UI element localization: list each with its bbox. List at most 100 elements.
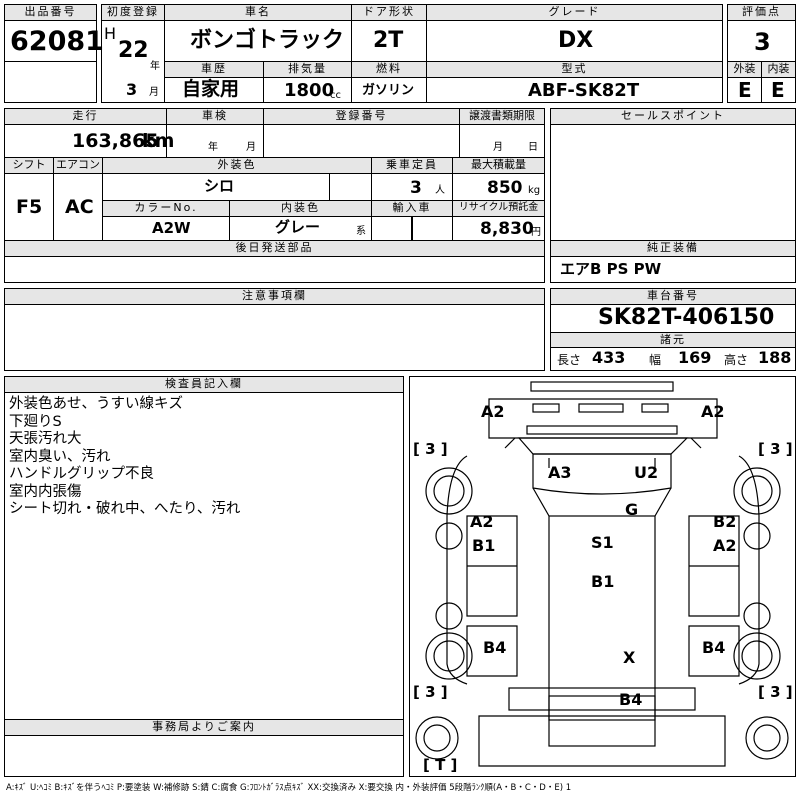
inspector-line: 室内臭い、汚れ (9, 448, 111, 465)
lot-number: 62081 (10, 26, 104, 57)
genuine-box (550, 256, 796, 283)
model-box (426, 77, 723, 103)
sales-points-box (550, 124, 796, 241)
damage-mark: B1 (472, 536, 496, 555)
shift-label: シフト (4, 157, 54, 174)
score-label: 評価点 (727, 4, 796, 21)
damage-mark: B4 (619, 690, 643, 709)
inspector-line: シート切れ・破れ中、へたり、汚れ (9, 501, 241, 517)
first-reg-label: 初度登録 (101, 4, 165, 21)
history-label: 車歴 (164, 61, 264, 78)
recycle-label: リサイクル預託金 (452, 200, 545, 217)
office-label: 事務局よりご案内 (4, 719, 404, 736)
later-parts-label: 後日発送部品 (4, 240, 545, 257)
damage-mark: X (623, 648, 636, 667)
capacity: 3 (410, 178, 422, 198)
width-label: 幅 (649, 353, 662, 367)
load-unit: kg (528, 185, 541, 196)
door-label: ドア形状 (351, 4, 427, 21)
tire-mark: [ 3 ] (413, 440, 448, 458)
dims-label: 諸元 (550, 332, 796, 348)
ext-label: 外装 (727, 61, 762, 78)
reg-month: 3 (126, 80, 138, 99)
model-code: ABF-SK82T (528, 80, 640, 101)
height-label: 高さ (724, 353, 749, 367)
exterior-color: シロ (204, 177, 235, 195)
inspector-line: 室内内張傷 (9, 483, 82, 500)
ac: AC (65, 196, 94, 218)
vehicle-diagram-frame (409, 376, 796, 777)
reg-year: 22 (118, 38, 149, 63)
damage-mark: A3 (548, 463, 572, 482)
color-no-label: カラーNo. (102, 200, 230, 217)
legend: A:ｷｽﾞ U:ﾍｺﾐ B:ｷｽﾞを伴うﾍｺﾐ P:要塗装 W:補修跡 S:錆 … (6, 783, 572, 793)
reg-no-label: 登録番号 (263, 108, 460, 125)
transfer-label: 譲渡書類期限 (459, 108, 545, 125)
int-box (761, 77, 796, 103)
disp-unit: cc (330, 90, 341, 101)
score: 3 (754, 28, 771, 56)
model-label: 型式 (426, 61, 723, 78)
damage-mark: A2 (481, 402, 505, 421)
recycle-unit: 円 (531, 227, 541, 238)
fuel: ガソリン (362, 83, 415, 98)
era: H (104, 24, 117, 43)
inspector-notes: 外装色あせ、うすい線キズ 下廻りS 天張汚れ大 室内臭い、汚れ ハンドルグリップ… (9, 396, 240, 519)
mileage: 163,865 (72, 130, 159, 152)
inspector-line: 天張汚れ大 (9, 431, 82, 447)
chassis-number: SK82T-406150 (598, 305, 775, 330)
inspector-label: 検査員記入欄 (4, 376, 404, 393)
damage-mark: B4 (483, 638, 507, 657)
lot-box-lower (4, 61, 97, 103)
int-grade: E (771, 78, 785, 102)
month-unit: 月 (149, 87, 159, 98)
int-color-label: 内装色 (229, 200, 372, 217)
damage-mark: G (625, 500, 639, 519)
import-box-divider (411, 216, 413, 241)
length-label: 長さ (557, 353, 582, 367)
mileage-label: 走行 (4, 108, 167, 125)
fuel-label: 燃料 (351, 61, 427, 78)
interior-color: グレー (275, 218, 321, 236)
damage-mark: A2 (701, 402, 725, 421)
damage-mark: A2 (713, 536, 737, 555)
tire-mark: [ 3 ] (758, 440, 793, 458)
year-unit: 年 (150, 61, 160, 72)
int-color-suffix: 系 (356, 226, 366, 237)
displacement: 1800 (284, 80, 335, 101)
history: 自家用 (182, 78, 240, 100)
capacity-label: 乗車定員 (371, 157, 453, 174)
genuine-label: 純正装備 (550, 240, 796, 257)
grade-label: グレード (426, 4, 723, 21)
later-parts-box (4, 256, 545, 283)
capacity-unit: 人 (435, 185, 445, 196)
chassis-label: 車台番号 (550, 288, 796, 305)
sales-points-label: セールスポイント (550, 108, 796, 125)
tire-mark: [ T ] (423, 756, 458, 774)
ext-grade: E (738, 78, 752, 102)
recycle-fee: 8,830 (480, 219, 534, 239)
damage-mark: U2 (634, 463, 659, 482)
lot-label: 出品番号 (4, 4, 97, 21)
insp-month-unit: 月 (246, 142, 256, 153)
inspector-line: 下廻りS (9, 413, 62, 430)
name-label: 車名 (164, 4, 352, 21)
inspection-label: 車検 (166, 108, 264, 125)
int-label: 内装 (761, 61, 796, 78)
color-number: A2W (152, 219, 191, 237)
shift: F5 (16, 196, 43, 218)
car-name: ボンゴトラック (190, 28, 345, 53)
dims-box (550, 347, 796, 371)
ac-label: エアコン (53, 157, 103, 174)
grade: DX (558, 28, 594, 53)
truck-diagram (415, 381, 789, 767)
genuine-equipment: エアB PS PW (560, 260, 662, 278)
inspector-line: ハンドルグリップ不良 (9, 466, 154, 482)
max-load: 850 (487, 178, 523, 198)
inspector-line: 外装色あせ、うすい線キズ (9, 396, 183, 412)
office-box (4, 735, 404, 777)
disp-label: 排気量 (263, 61, 352, 78)
door-type: 2T (373, 28, 404, 53)
damage-mark: B4 (702, 638, 726, 657)
tire-mark: [ 3 ] (413, 683, 448, 701)
